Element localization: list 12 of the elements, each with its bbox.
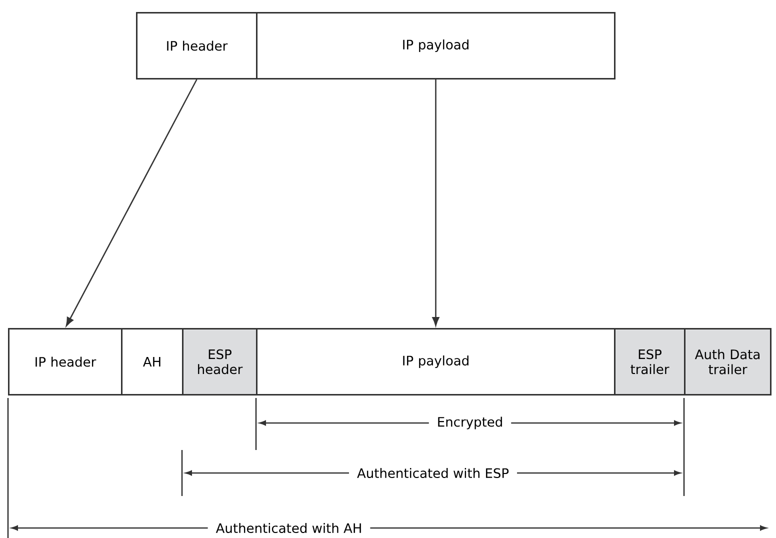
arrow — [432, 80, 440, 326]
dimension-label: Encrypted — [428, 416, 512, 430]
field-box: Auth Data trailer — [684, 328, 772, 396]
dimension-label: Authenticated with AH — [208, 522, 370, 534]
field-box: AH — [121, 328, 184, 396]
field-box: IP payload — [256, 328, 616, 396]
field-box: IP header — [8, 328, 122, 396]
field-box: IP header — [136, 12, 258, 80]
dimension-label: Authenticated with ESP — [349, 466, 518, 480]
field-box: ESP header — [182, 328, 258, 396]
arrow — [66, 79, 198, 326]
field-box: ESP trailer — [614, 328, 686, 396]
